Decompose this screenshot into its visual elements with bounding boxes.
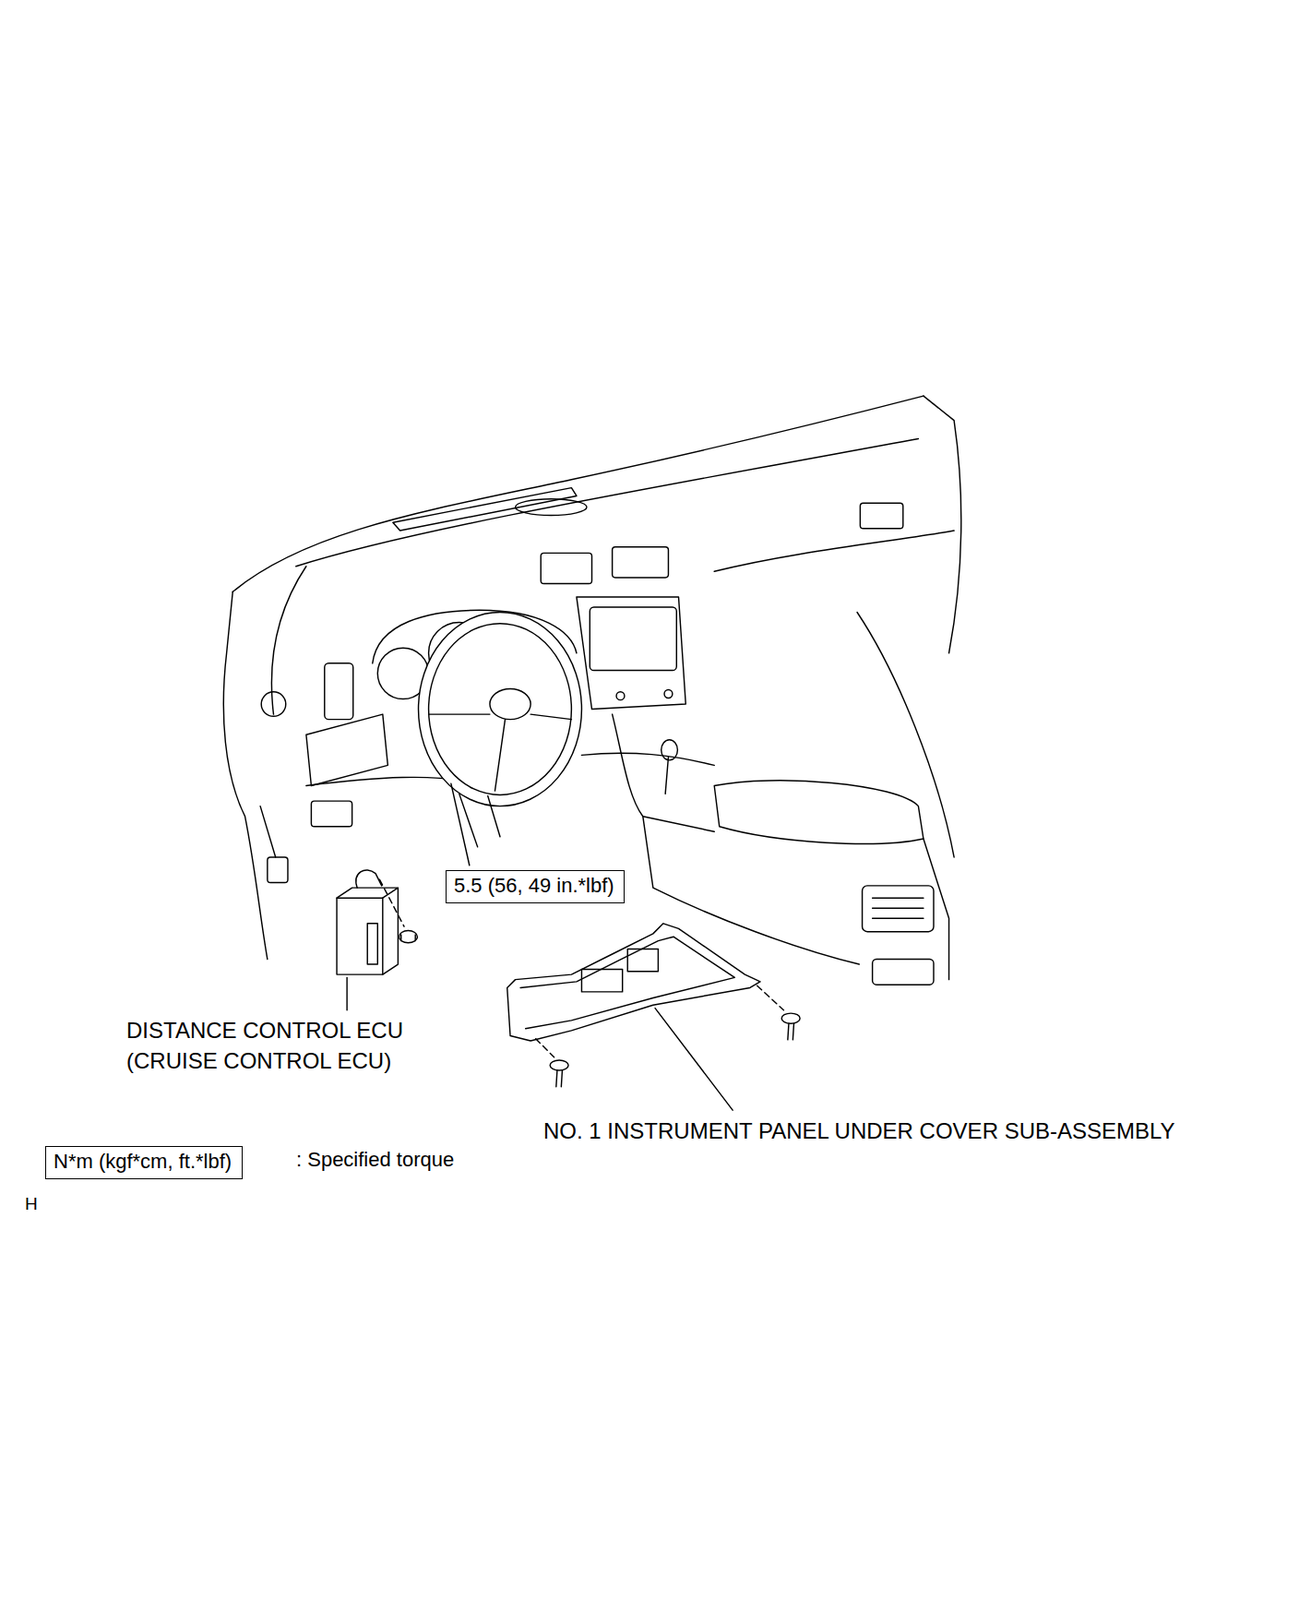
center-stack <box>576 596 686 710</box>
vent <box>324 663 354 720</box>
under-cover <box>520 936 735 1029</box>
dash-lower <box>581 752 715 765</box>
dash-outline <box>714 530 954 572</box>
pedal <box>267 857 288 883</box>
leader-line <box>451 783 470 865</box>
steering-wheel <box>429 623 573 796</box>
pedal <box>310 800 352 827</box>
part-name: DISTANCE CONTROL ECU <box>126 1017 404 1044</box>
screw <box>787 1023 795 1040</box>
legend-torque-sample: N*m (kgf*cm, ft.*lbf) <box>45 1145 243 1180</box>
under-cover-detail <box>581 969 622 992</box>
screw <box>556 1070 563 1087</box>
rear-vent <box>862 885 934 932</box>
part-name: (CRUISE CONTROL ECU) <box>126 1048 392 1074</box>
dash-outline <box>296 439 919 567</box>
part-name: NO. 1 INSTRUMENT PANEL UNDER COVER SUB-A… <box>543 1118 1176 1145</box>
node-text: 5.5 (56, 49 in.*lbf) <box>453 873 617 897</box>
screw <box>781 1012 800 1024</box>
vent <box>859 502 903 529</box>
vent <box>612 547 669 578</box>
armrest <box>714 780 924 845</box>
side-grille <box>261 691 287 717</box>
steering-spoke <box>429 714 573 791</box>
nut <box>401 934 416 942</box>
dash-outline <box>232 395 924 592</box>
a-pillar <box>923 395 962 654</box>
ecu-connector <box>367 923 378 965</box>
vent <box>540 552 592 584</box>
door-line <box>857 612 954 858</box>
console <box>923 838 950 980</box>
shift-lever <box>665 757 668 795</box>
leader-line <box>655 1008 733 1111</box>
rear-vent <box>872 897 924 918</box>
node-text: N*m (kgf*cm, ft.*lbf) <box>53 1149 235 1173</box>
steering-hub <box>489 688 531 719</box>
ecu <box>336 897 383 975</box>
legend-text: : Specified torque <box>296 1147 454 1171</box>
leader-line <box>345 977 347 1010</box>
ecu-bracket <box>356 869 382 888</box>
dash-lower <box>306 776 465 786</box>
steering-wheel <box>418 612 583 807</box>
console <box>612 714 716 832</box>
under-cover <box>507 923 761 1041</box>
under-cover-detail <box>627 948 658 971</box>
ecu <box>336 887 398 975</box>
torque-callout: 5.5 (56, 49 in.*lbf) <box>445 869 625 904</box>
knee-panel <box>306 714 388 786</box>
console-tray <box>872 959 934 986</box>
shift-knob <box>661 739 679 761</box>
knob <box>664 690 673 699</box>
screen <box>589 607 677 671</box>
defroster <box>393 488 577 531</box>
screw <box>549 1060 569 1071</box>
speaker <box>515 499 587 516</box>
pedal-arm <box>260 806 276 858</box>
nut <box>399 930 418 943</box>
knob <box>616 691 625 701</box>
dash-outline <box>223 591 268 959</box>
figure-code: H <box>24 1193 38 1215</box>
install-line <box>379 879 405 927</box>
steering-column <box>459 793 501 847</box>
install-line <box>536 985 785 1057</box>
